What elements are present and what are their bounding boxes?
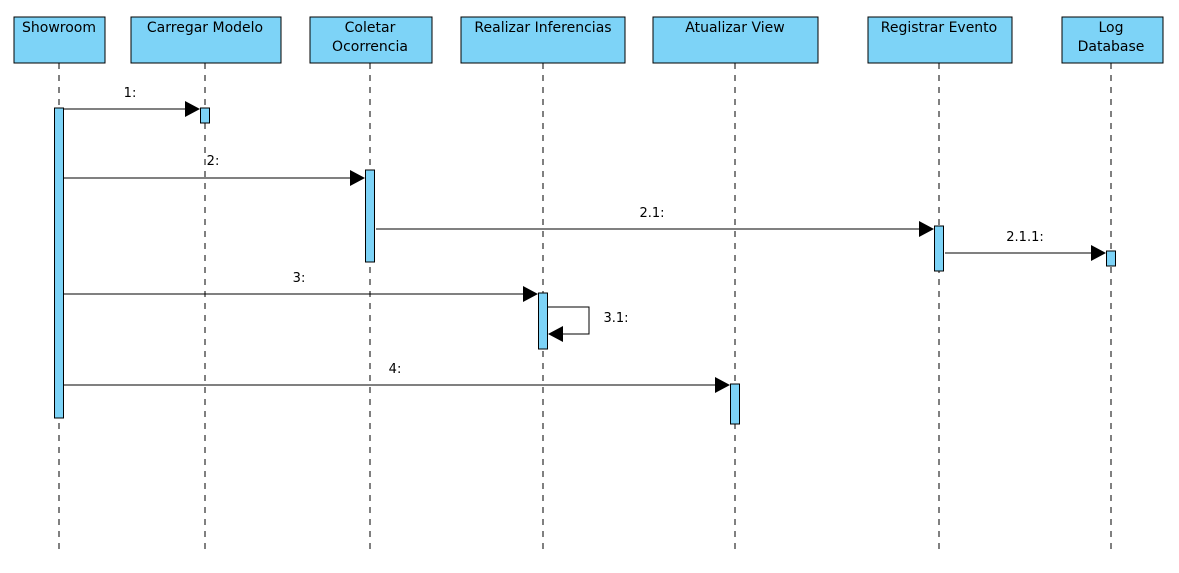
activation-realizar <box>538 292 548 350</box>
activation-registrar <box>934 225 944 272</box>
lifeline-registrar: Registrar Evento <box>867 16 1013 553</box>
arrowhead-icon <box>350 170 365 186</box>
lifeline-carregar: Carregar Modelo <box>130 16 282 553</box>
lifeline-atualizar: Atualizar View <box>652 16 819 553</box>
lifeline-box-carregar <box>130 16 282 64</box>
lifeline-realizar: Realizar Inferencias <box>460 16 626 553</box>
message-label: 1: <box>124 86 137 101</box>
message-3: 3: <box>64 271 538 302</box>
arrowhead-icon <box>548 326 563 342</box>
arrowhead-icon <box>1091 245 1106 261</box>
lifeline-box-atualizar <box>652 16 819 64</box>
lifeline-box-showroom <box>13 16 106 64</box>
arrowhead-icon <box>185 101 200 117</box>
message-1: 1: <box>64 86 200 117</box>
arrowhead-icon <box>523 286 538 302</box>
lifeline-label-showroom: Showroom <box>22 20 96 36</box>
lifeline-label-registrar: Registrar Evento <box>881 20 997 36</box>
message-label: 2.1: <box>639 206 664 221</box>
activation-log <box>1106 250 1116 267</box>
message-2: 2: <box>64 154 365 186</box>
message-2-1-1: 2.1.1: <box>945 230 1106 261</box>
arrowhead-icon <box>919 221 934 237</box>
lifeline-label-carregar: Carregar Modelo <box>147 20 263 36</box>
message-2-1: 2.1: <box>376 206 934 237</box>
lifeline-showroom: Showroom <box>13 16 106 553</box>
message-label: 3.1: <box>603 311 628 326</box>
activation-coletar <box>365 169 375 263</box>
lifeline-label-realizar: Realizar Inferencias <box>474 20 611 36</box>
lifeline-box-realizar <box>460 16 626 64</box>
activation-atualizar <box>730 383 740 425</box>
lifeline-box-log <box>1061 16 1164 64</box>
message-line <box>548 306 590 335</box>
message-label: 3: <box>293 271 306 286</box>
message-4: 4: <box>64 362 730 393</box>
activation-showroom <box>54 107 64 419</box>
lifeline-box-registrar <box>867 16 1013 64</box>
lifeline-label-atualizar: Atualizar View <box>685 20 784 36</box>
lifeline-box-coletar <box>309 16 433 64</box>
message-label: 2: <box>207 154 220 169</box>
message-label: 2.1.1: <box>1006 230 1043 245</box>
message-3-1: 3.1: <box>548 306 629 342</box>
message-label: 4: <box>389 362 402 377</box>
arrowhead-icon <box>715 377 730 393</box>
activation-carregar <box>200 107 210 124</box>
